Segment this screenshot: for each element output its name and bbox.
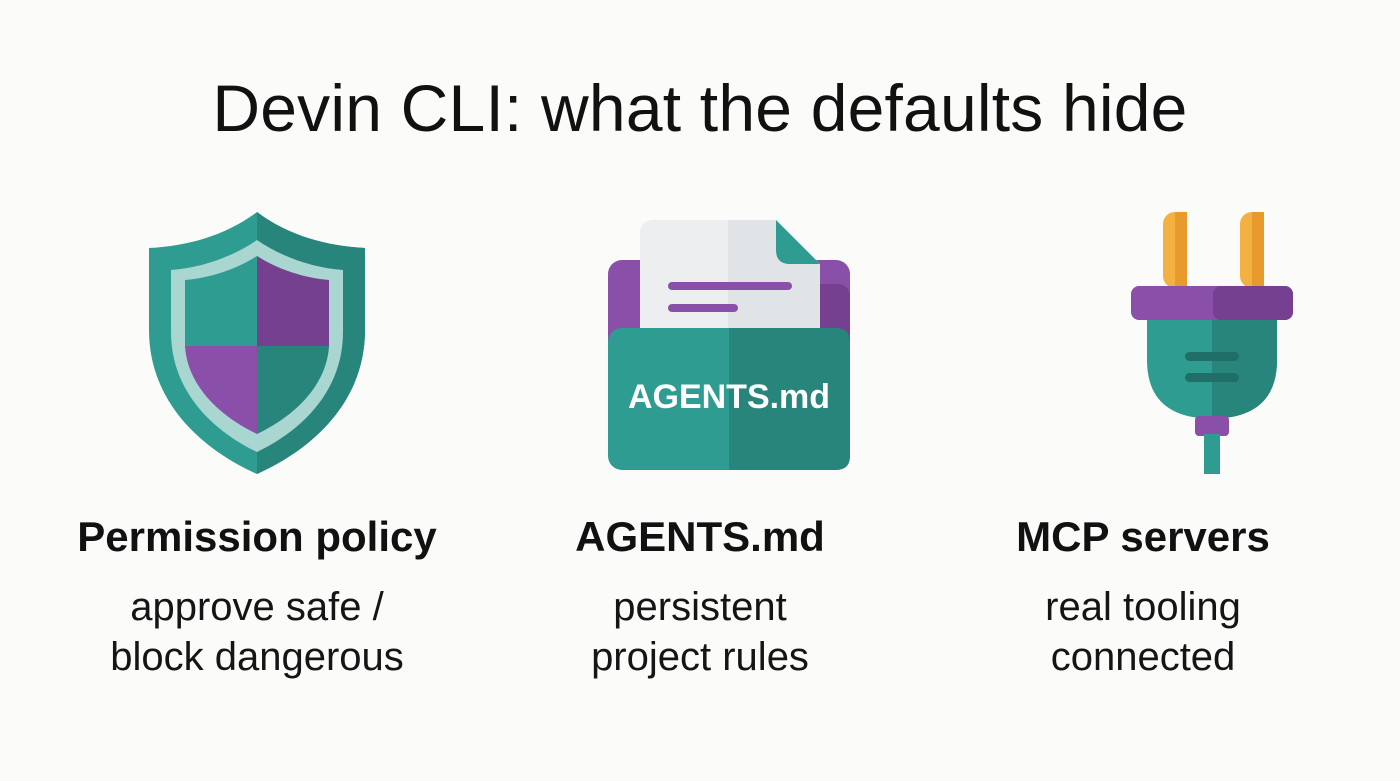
feature-permission-policy: Permission policy approve safe / block d… [37, 200, 477, 679]
plug-icon [1131, 212, 1293, 474]
feature-description: persistent project rules [480, 582, 920, 682]
document-folder-icon: AGENTS.md [608, 220, 850, 470]
feature-description-line: connected [1050, 635, 1236, 679]
shield-icon [149, 212, 365, 474]
feature-description-line: approve safe / [130, 585, 384, 629]
feature-agents-md: AGENTS.md AGENTS.md persistent project r… [480, 200, 920, 679]
feature-title: MCP servers [1016, 513, 1270, 560]
feature-description: real tooling connected [923, 582, 1363, 682]
agents-md-icon-label: AGENTS.md [628, 378, 830, 416]
feature-title: Permission policy [77, 513, 437, 560]
page-title: Devin CLI: what the defaults hide [212, 71, 1188, 145]
feature-description-line: project rules [591, 635, 809, 679]
feature-mcp-servers: MCP servers real tooling connected [923, 200, 1363, 679]
feature-description-line: real tooling [1045, 585, 1241, 629]
feature-title: AGENTS.md [575, 513, 825, 560]
feature-description-line: persistent [613, 585, 787, 629]
feature-description: approve safe / block dangerous [37, 582, 477, 682]
feature-description-line: block dangerous [110, 635, 404, 679]
